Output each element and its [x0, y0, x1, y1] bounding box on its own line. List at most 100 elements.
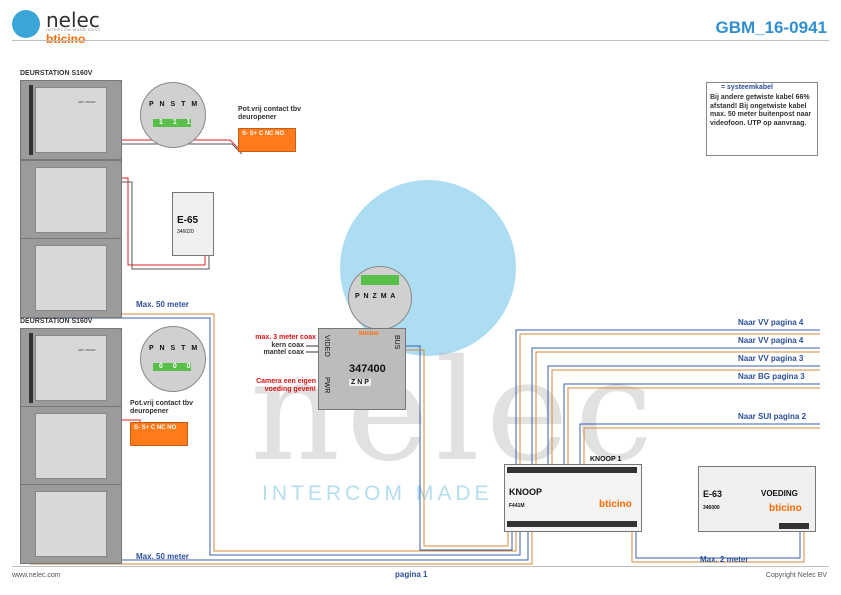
knoop-bottom-terminals [507, 521, 637, 527]
wire-dest-3 [547, 365, 820, 464]
adapter-video-label: VIDEO [323, 335, 330, 357]
coax-mantel-label: mantel coax [263, 349, 304, 356]
cable-legend: = systeemkabel Bij andere getwiste kabel… [706, 82, 818, 156]
nelec-logo: nelec INTERCOM MADE EASY bticino [12, 8, 122, 46]
knoop-code: F441M [509, 503, 525, 509]
station2-terminal-letters: P N S T M [149, 345, 200, 352]
max-label-lower: Max. 50 meter [136, 552, 189, 561]
station1-panel-top: ART. 351320 [20, 80, 122, 160]
e63-terminals [779, 523, 809, 529]
wire-station1-bus [30, 317, 521, 556]
wire-dest-2b [535, 351, 820, 464]
coax-length-note: max. 3 meter coax [255, 334, 316, 341]
destination-4: Naar BG pagina 3 [738, 372, 805, 381]
station1-door-contact: S- S+ C NC NO [238, 128, 296, 152]
station2-module-mid [35, 413, 107, 479]
station1-terminal-numbers: 1 1 1 [159, 119, 195, 126]
station1-camera-module: ART. 351320 [35, 87, 107, 153]
destination-3: Naar VV pagina 3 [738, 354, 804, 363]
adapter-bus-label: BUS [393, 335, 400, 350]
adapter-pwr-label: PWR [323, 377, 330, 394]
wire-dest-2 [531, 347, 820, 464]
station1-panel-mid [20, 160, 122, 240]
destination-5: Naar SUI pagina 2 [738, 412, 807, 421]
station1-contact-label: Pot.vrij contact tbv deuropener [238, 106, 302, 121]
station1-cable-strip [29, 85, 33, 155]
logo-name: nelec [46, 8, 100, 32]
psu-e65: E-65 346020 [172, 192, 214, 256]
logo-brand: bticino [46, 32, 86, 46]
station1-terminal-callout: P N S T M 1 1 1 [140, 82, 206, 148]
legend-title: = systeemkabel [721, 84, 773, 91]
camera-power-note: Camera een eigen voeding geven! [256, 378, 316, 393]
station2-terminal-numbers: 0 0 0 [159, 363, 195, 370]
destination-1: Naar VV pagina 4 [738, 318, 804, 327]
station2-module-bottom [35, 491, 107, 557]
wire-knoop-psu [635, 530, 801, 559]
station1-terminal-letters: P N S T M [149, 101, 200, 108]
legend-text: Bij andere getwiste kabel 66% afstand! B… [710, 94, 812, 127]
station1-module-bottom [35, 245, 107, 311]
wire-dest-1 [515, 329, 820, 464]
document-id: GBM_16-0941 [715, 18, 827, 37]
footer-copyright: Copyright Nelec BV [765, 572, 827, 579]
knoop-brand: bticino [599, 499, 632, 510]
wire-dest-3b [551, 369, 820, 464]
wire-dest-4b [567, 387, 820, 464]
psu-e63: E-63 VOEDING 346000 bticino [698, 466, 816, 532]
video-adapter-347400: bticino VIDEO PWR BUS 347400 Z N P [318, 328, 406, 410]
wire-station2-bus [30, 532, 529, 561]
wire-station1-psu-b [122, 181, 210, 270]
adapter-brand: bticino [359, 331, 379, 337]
psu-e65-name: E-65 [177, 215, 199, 226]
wire-station1-bus-b [30, 313, 517, 552]
station2-door-contact: S- S+ C NC NO [130, 422, 188, 446]
wire-dest-5b [583, 427, 820, 464]
logo-tagline: INTERCOM MADE EASY [46, 27, 101, 32]
adapter-terminal-callout: P N Z M A [348, 266, 412, 330]
station2-panel-bottom [20, 484, 122, 564]
station1-module-mid [35, 167, 107, 233]
station2-module-code: ART. 351320 [78, 348, 96, 352]
station2-contact-label: Pot.vrij contact tbv deuropener [130, 400, 194, 415]
footer-url[interactable]: www.nelec.com [12, 572, 61, 579]
station2-contact-terminals: S- S+ C NC NO [134, 425, 177, 431]
destination-2: Naar VV pagina 4 [738, 336, 804, 345]
wire-station2-bus-b [30, 532, 533, 565]
e63-title: VOEDING [761, 489, 798, 498]
psu-e65-code: 346020 [177, 229, 194, 235]
max-label-psu: Max. 2 meter [700, 555, 749, 564]
adapter-terminal-letters: P N Z M A [355, 293, 397, 300]
wire-dest-4 [563, 383, 820, 464]
station1-module-code: ART. 351320 [78, 100, 96, 104]
station2-camera-module: ART. 351320 [35, 335, 107, 401]
station2-title: DEURSTATION S160V [20, 318, 93, 325]
max-label-upper: Max. 50 meter [136, 300, 189, 309]
adapter-code: 347400 [349, 363, 386, 375]
e63-brand: bticino [769, 503, 802, 514]
wire-dest-1b [519, 333, 820, 464]
station2-panel-top: ART. 351320 [20, 328, 122, 408]
knoop-top-terminals [507, 467, 637, 473]
wire-dest-5 [579, 423, 820, 464]
nelec-logo-icon [12, 10, 40, 38]
adapter-terminal-strip [361, 275, 399, 285]
knoop-title: KNOOP 1 [590, 456, 622, 463]
station1-panel-bottom [20, 238, 122, 318]
e63-name: E-63 [703, 489, 723, 499]
knoop-distributor: KNOOP F441M bticino [504, 464, 642, 532]
wire-station1-contact [105, 139, 241, 151]
wire-knoop-psu-b [631, 530, 805, 563]
footer-page: pagina 1 [395, 570, 428, 579]
station2-terminal-strip [153, 363, 191, 371]
coax-kern-label: kern coax [271, 342, 304, 349]
wire-adapter-knoop [404, 345, 513, 551]
station2-panel-mid [20, 406, 122, 486]
footer-divider [12, 566, 829, 567]
station2-cable-strip [29, 333, 33, 403]
wire-station1-psu [118, 177, 206, 266]
adapter-terminals: Z N P [349, 379, 371, 386]
watermark-tagline: INTERCOM MADE EASY [262, 482, 575, 505]
header-divider [12, 40, 829, 41]
